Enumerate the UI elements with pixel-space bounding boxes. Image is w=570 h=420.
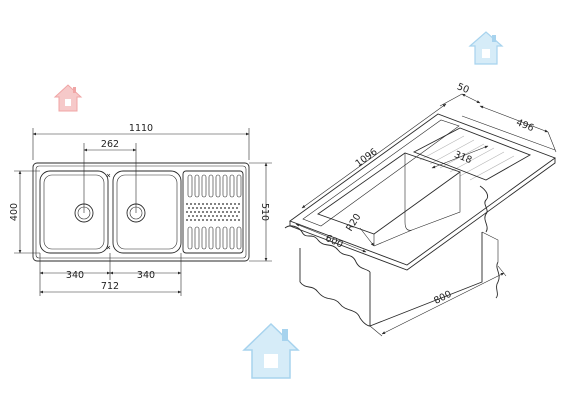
- drainer-perforations: [186, 203, 240, 221]
- plan-view: 1110 262 400 510 3: [9, 123, 272, 296]
- dim-label-262: 262: [101, 139, 119, 150]
- left-bowl: [39, 170, 109, 254]
- drainer-ribs-top: [187, 174, 242, 198]
- dim-label-600: 600: [324, 233, 345, 251]
- dim-iso-base-width: 800: [369, 265, 507, 337]
- dim-label-800: 800: [432, 289, 453, 307]
- dim-label-400: 400: [9, 203, 20, 221]
- dim-label-r20: R20: [344, 212, 363, 234]
- dim-label-510: 510: [259, 203, 270, 221]
- iso-view: 1096 50 496 318 R20 600: [284, 81, 557, 337]
- dim-label-1110: 1110: [129, 123, 153, 134]
- sink-outline: [32, 162, 250, 262]
- dim-iso-depth: 496: [479, 105, 557, 153]
- dim-label-340-left: 340: [66, 270, 84, 281]
- dim-label-712: 712: [101, 281, 119, 292]
- dim-waste-spacing: 262: [83, 139, 137, 213]
- dim-iso-edge: 50: [439, 81, 481, 107]
- dim-label-50: 50: [455, 81, 470, 96]
- house-icon: [53, 84, 83, 112]
- dim-bowls-total: 712: [39, 281, 182, 294]
- dim-label-496: 496: [514, 117, 535, 134]
- dim-iso-drainer: 318: [431, 145, 489, 169]
- dim-bowl-widths: 340 340: [39, 253, 182, 296]
- dim-bowl-depth: 400: [9, 170, 40, 254]
- worktop-cut-right: [479, 185, 489, 233]
- dim-overall-width: 1110: [32, 123, 250, 160]
- drainer-ribs-bottom: [187, 226, 242, 250]
- dim-label-340-right: 340: [137, 270, 155, 281]
- drainer-board: [182, 170, 244, 254]
- house-icon: [242, 322, 300, 379]
- right-bowl: [112, 170, 182, 254]
- dim-overall-depth: 510: [249, 162, 272, 262]
- house-icon: [468, 31, 504, 65]
